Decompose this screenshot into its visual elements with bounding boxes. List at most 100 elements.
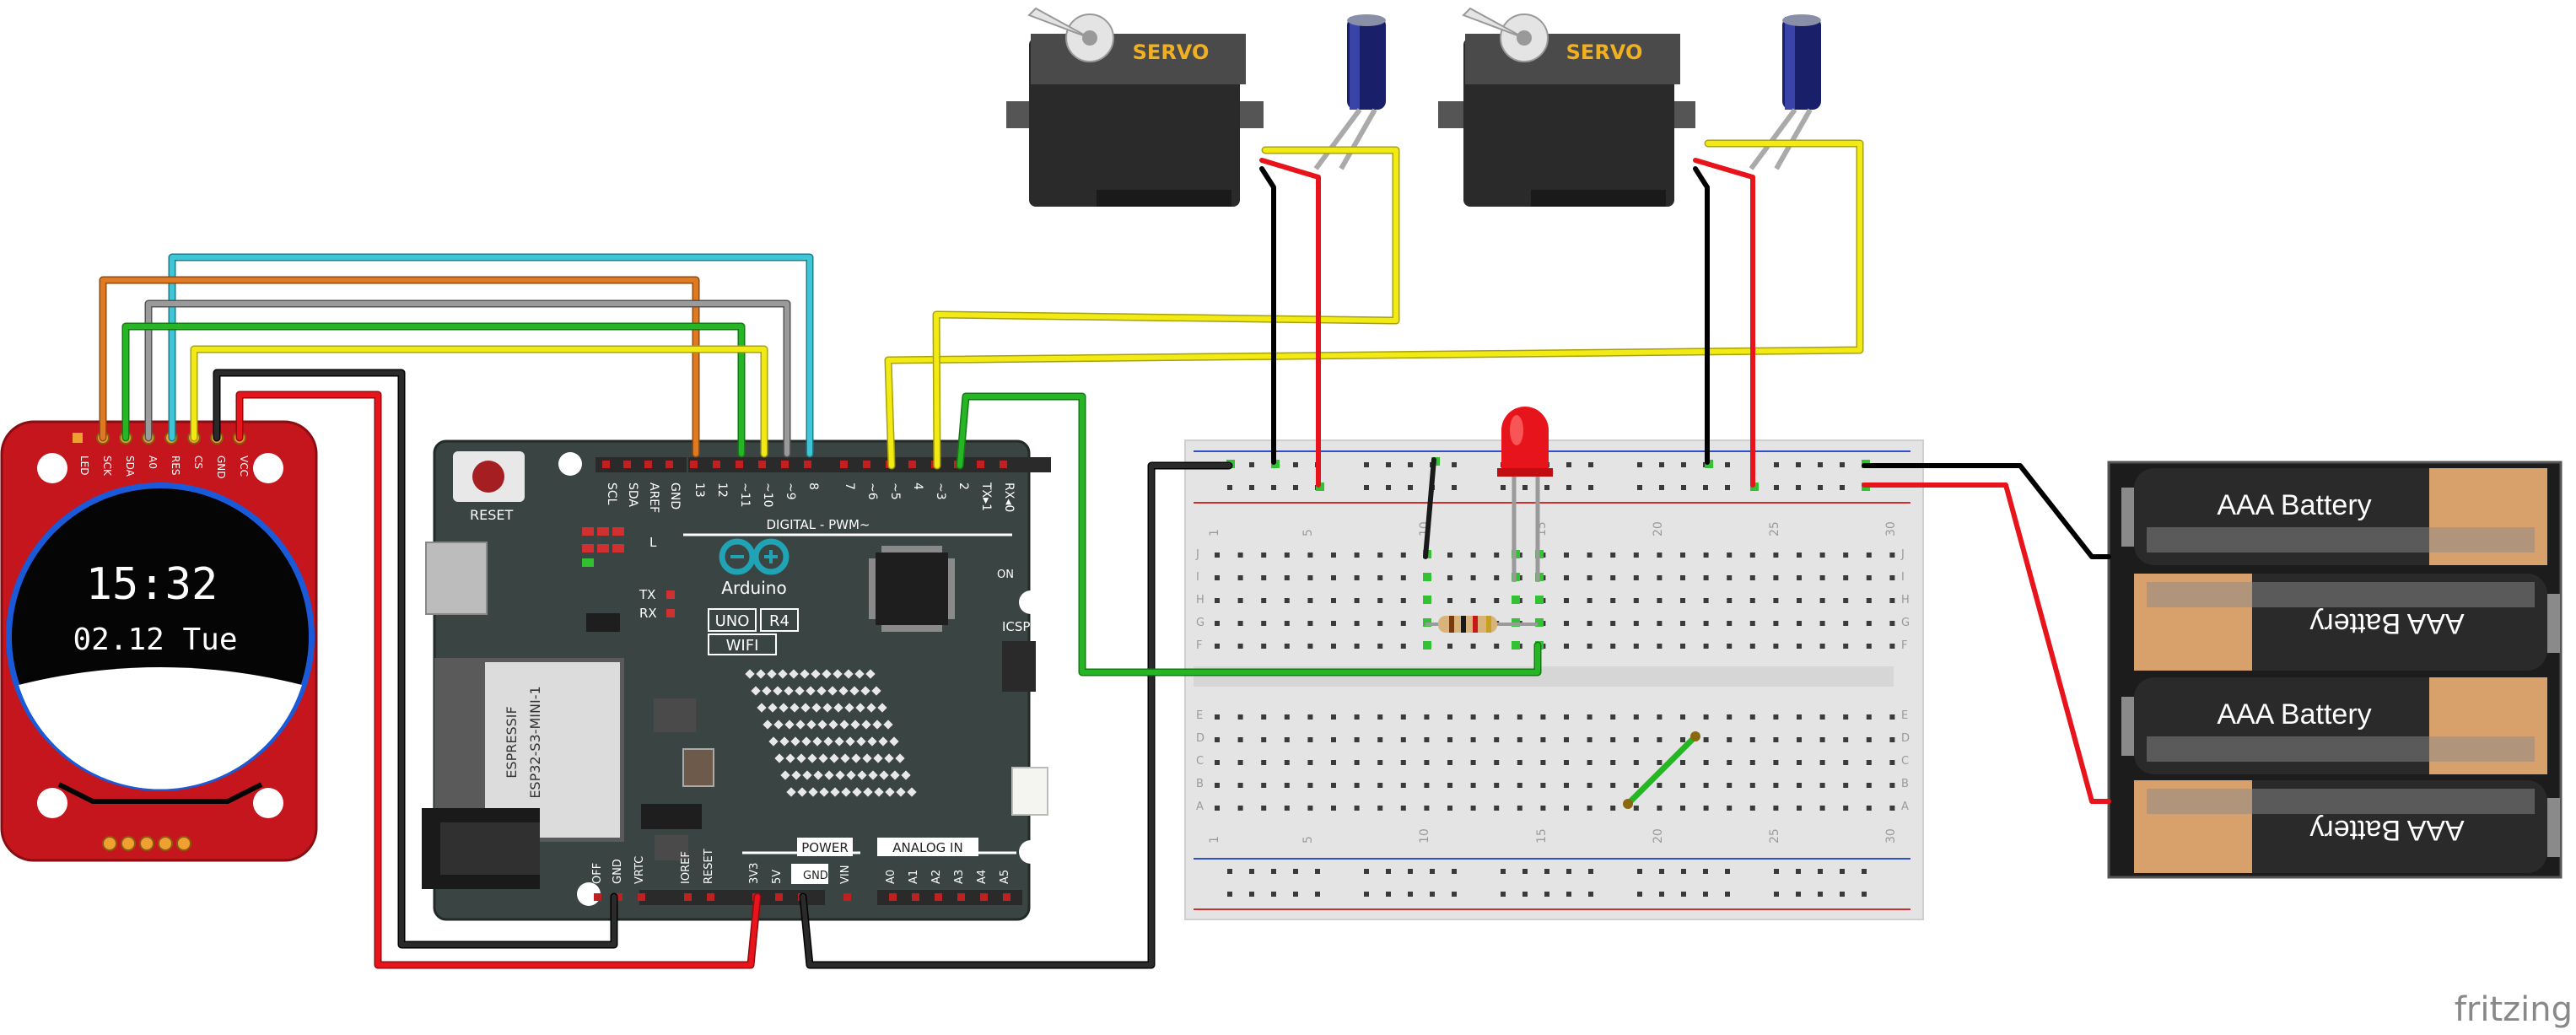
matrix-led — [874, 787, 884, 797]
bb-hole — [1797, 575, 1802, 580]
bb-hole — [1703, 783, 1709, 788]
wires — [99, 139, 2111, 969]
bb-rail-hole — [1818, 462, 1823, 467]
pin-label: AREF — [647, 482, 660, 513]
bb-hole — [1657, 714, 1663, 720]
matrix-led — [895, 753, 905, 763]
bb-rail-hole — [1271, 485, 1276, 490]
reset-button-cap[interactable] — [472, 461, 504, 493]
matrix-led — [811, 703, 822, 713]
bb-hole — [1540, 737, 1546, 742]
header-hole — [707, 893, 714, 901]
battery-cell-1: AAA Battery — [2121, 468, 2547, 565]
bb-hole — [1377, 553, 1383, 558]
bb-hole — [1215, 644, 1220, 649]
bb-row-letter: C — [1901, 755, 1909, 768]
matrix-led — [816, 686, 827, 696]
bb-hole — [1866, 575, 1872, 580]
display-time: 15:32 — [86, 559, 218, 610]
matrix-led — [796, 753, 806, 763]
bb-hole — [1797, 760, 1802, 765]
display-pin-labels: LED SCK SDA A0 RES CS GND VCC — [78, 456, 250, 479]
bb-rail-hole — [1271, 869, 1276, 874]
bb-hole — [1377, 783, 1383, 788]
bb-hole — [1377, 575, 1383, 580]
bb-hole — [1331, 575, 1336, 580]
bb-rail-hole — [1725, 892, 1730, 897]
bb-col-num: 20 — [1652, 828, 1665, 844]
pin-label-led: LED — [78, 456, 90, 476]
bb-row-letter: A — [1196, 801, 1204, 813]
bb-hole — [1749, 806, 1755, 811]
bb-hole — [1400, 760, 1406, 765]
bb-hole — [1819, 737, 1825, 742]
bb-hole — [1331, 783, 1336, 788]
bb-rail-hole — [1659, 485, 1664, 490]
matrix-led — [824, 770, 834, 780]
header-hole — [863, 461, 870, 468]
bb-hole — [1680, 760, 1685, 765]
mcu-chip — [876, 553, 948, 625]
matrix-led — [833, 669, 843, 679]
header-hole — [713, 461, 720, 468]
bb-hole — [1633, 714, 1639, 720]
bb-hole — [1424, 714, 1430, 720]
bb-rail-hole — [1544, 485, 1549, 490]
bottom-pin-labels: OFF GND VRTC IOREF RESET 3V3 5V GND VIN … — [591, 849, 1011, 884]
bb-hole — [1470, 553, 1476, 558]
bb-hole — [1749, 575, 1755, 580]
bb-row-letter: B — [1196, 778, 1204, 790]
bb-hole — [1237, 575, 1243, 580]
bb-hole — [1587, 783, 1592, 788]
bb-rail-hole — [1840, 485, 1845, 490]
bb-hole — [1307, 621, 1313, 626]
bb-hole — [1215, 598, 1220, 603]
bb-hole — [1215, 760, 1220, 765]
bb-hole — [1749, 737, 1755, 742]
fritzing-watermark: fritzing — [2455, 990, 2573, 1029]
pin-label: VRTC — [633, 856, 646, 884]
bb-rail-hole — [1588, 869, 1593, 874]
bb-hole — [1517, 737, 1522, 742]
bb-hole — [1261, 783, 1267, 788]
bb-col-num: 25 — [1768, 521, 1781, 536]
bb-hole — [1237, 644, 1243, 649]
matrix-led — [757, 703, 767, 713]
matrix-led — [763, 720, 773, 730]
bb-hole — [1494, 737, 1500, 742]
pin-label: IOREF — [680, 851, 693, 884]
bb-hole — [1564, 621, 1569, 626]
bb-hole — [1215, 553, 1220, 558]
bb-hole — [1866, 806, 1872, 811]
pin-label: 7 — [843, 482, 856, 490]
bb-hole — [1470, 598, 1476, 603]
bb-hole — [1261, 621, 1267, 626]
matrix-led — [855, 703, 865, 713]
bb-hole — [1424, 737, 1430, 742]
matrix-led — [829, 753, 839, 763]
bb-hole — [1727, 575, 1733, 580]
bb-rail-hole — [1725, 485, 1730, 490]
bb-rail-hole — [1681, 869, 1686, 874]
bb-row-letter: E — [1901, 709, 1908, 722]
bb-hole — [1797, 621, 1802, 626]
bb-rail-hole — [1818, 892, 1823, 897]
bb-rail-hole — [1452, 892, 1457, 897]
pin-label: ~9 — [784, 482, 797, 500]
bb-hole — [1727, 806, 1733, 811]
bb-hole — [1470, 783, 1476, 788]
matrix-led — [779, 703, 789, 713]
matrix-led — [856, 736, 866, 747]
jumper-black-led-gnd — [1423, 457, 1436, 559]
matrix-led — [822, 703, 833, 713]
pin-label: A0 — [885, 870, 897, 884]
bb-hole — [1354, 575, 1360, 580]
bb-hole — [1587, 644, 1592, 649]
matrix-led — [830, 787, 840, 797]
header-hole — [980, 893, 988, 901]
bb-rail-hole — [1637, 462, 1642, 467]
bb-hole — [1610, 575, 1616, 580]
bb-rail-hole — [1588, 892, 1593, 897]
matrix-led — [907, 787, 917, 797]
bb-row-letter: H — [1901, 594, 1910, 606]
